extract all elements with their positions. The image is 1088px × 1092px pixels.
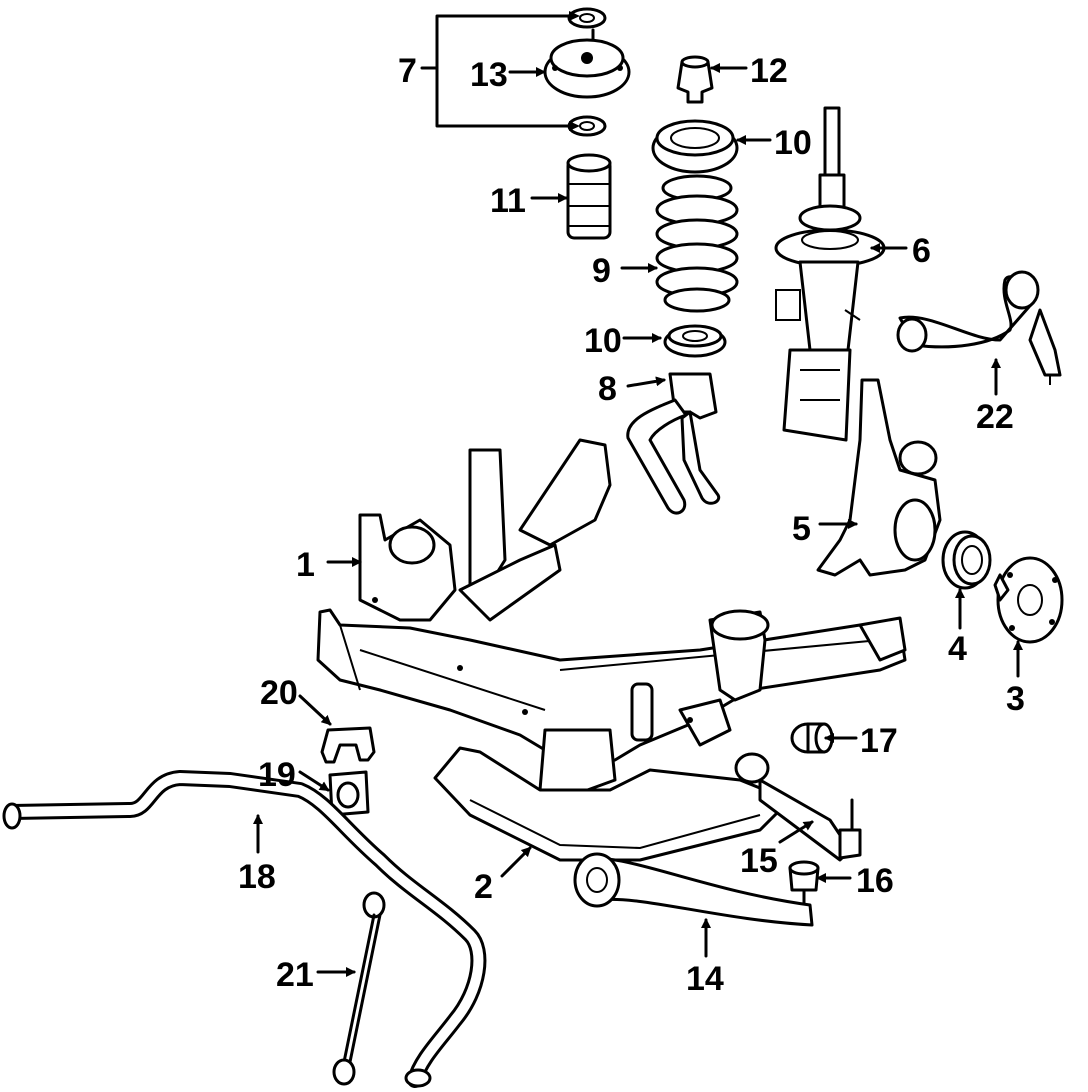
callout-2: 2 xyxy=(474,868,493,906)
callout-20: 20 xyxy=(260,674,298,712)
ball-joint xyxy=(788,860,820,910)
callout-17: 17 xyxy=(860,722,898,760)
arrow-19 xyxy=(298,770,330,792)
callout-18: 18 xyxy=(238,858,276,896)
strut-mount xyxy=(543,28,631,99)
stabilizer-bar xyxy=(2,770,487,1088)
spring-seat-upper xyxy=(651,119,739,174)
callout-10-upper: 10 xyxy=(774,124,812,162)
wheel-bearing xyxy=(941,530,992,590)
callout-13: 13 xyxy=(470,56,508,94)
lower-subframe-plate xyxy=(433,746,792,862)
jounce-bumper xyxy=(566,153,612,240)
callout-14: 14 xyxy=(686,960,724,998)
callout-labels: 1 2 3 4 5 6 7 8 9 10 10 11 12 13 14 15 1… xyxy=(238,52,1025,998)
callout-7-bracket xyxy=(420,11,580,131)
callout-22: 22 xyxy=(976,398,1014,436)
callout-9: 9 xyxy=(592,252,611,290)
spring-seat-lower xyxy=(663,324,727,358)
arrow-2 xyxy=(500,846,532,878)
upper-control-arm xyxy=(896,270,1062,385)
callout-3: 3 xyxy=(1006,680,1025,718)
tension-arm xyxy=(573,852,814,927)
callout-4: 4 xyxy=(948,630,967,668)
callout-6: 6 xyxy=(912,232,931,270)
arrow-8 xyxy=(626,376,666,388)
wheel-hub xyxy=(993,556,1064,644)
callout-8: 8 xyxy=(598,370,617,408)
arrow-15 xyxy=(778,820,814,844)
coil-spring xyxy=(655,174,739,313)
callout-10-lower: 10 xyxy=(584,322,622,360)
arrow-20 xyxy=(298,694,332,726)
callout-19: 19 xyxy=(258,756,296,794)
tension-strut xyxy=(626,372,721,515)
callout-arrows xyxy=(253,63,1023,977)
callout-11: 11 xyxy=(490,182,526,220)
stabilizer-bracket xyxy=(320,726,376,764)
bump-stop xyxy=(676,55,714,104)
stabilizer-link xyxy=(332,891,386,1086)
strut-assembly xyxy=(774,106,886,442)
callout-5: 5 xyxy=(792,510,811,548)
callout-15: 15 xyxy=(740,842,778,880)
callout-12: 12 xyxy=(750,52,788,90)
front-subframe xyxy=(316,438,907,802)
lower-control-arm xyxy=(734,752,862,862)
stabilizer-bushing xyxy=(328,770,370,817)
callout-1: 1 xyxy=(296,546,315,584)
callout-21: 21 xyxy=(276,956,314,994)
callout-16: 16 xyxy=(856,862,894,900)
callout-7: 7 xyxy=(398,52,417,90)
